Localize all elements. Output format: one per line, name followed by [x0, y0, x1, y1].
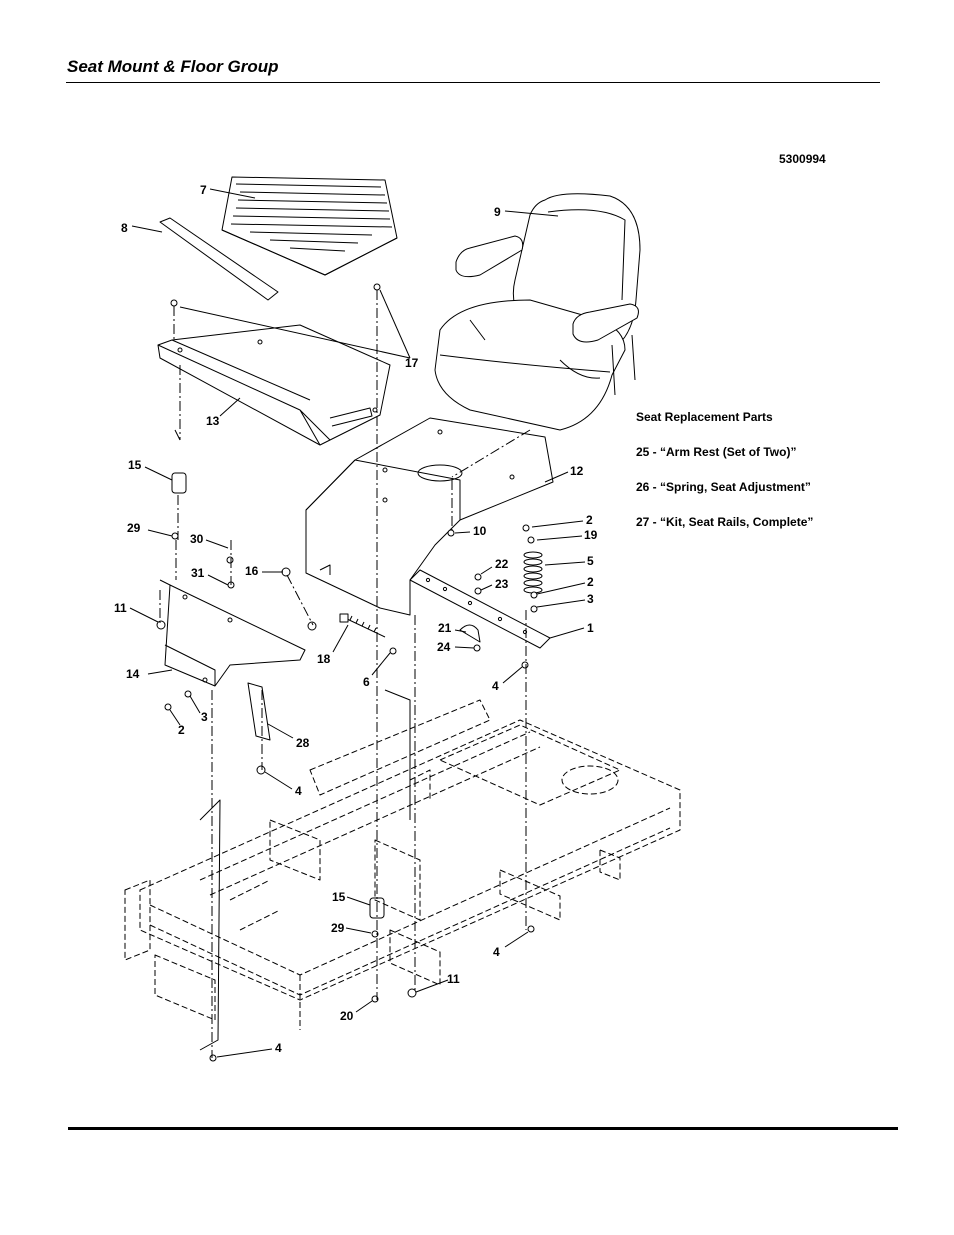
replacement-parts-heading: Seat Replacement Parts — [636, 410, 773, 424]
callout-3-mid: 3 — [587, 592, 594, 606]
callout-9: 9 — [494, 205, 501, 219]
callout-6: 6 — [363, 675, 370, 689]
callout-5: 5 — [587, 554, 594, 568]
drawing-number: 5300994 — [779, 152, 826, 166]
replacement-parts-list: Seat Replacement Parts 25 - “Arm Rest (S… — [636, 410, 813, 550]
callout-1: 1 — [587, 621, 594, 635]
callout-11-lower: 11 — [447, 972, 460, 986]
callout-2-mid: 2 — [587, 575, 594, 589]
callout-13: 13 — [206, 414, 220, 428]
header-rule — [66, 82, 880, 83]
callout-16: 16 — [245, 564, 259, 578]
section-break-lines — [174, 429, 411, 1051]
callout-10: 10 — [473, 524, 487, 538]
callout-21: 21 — [438, 621, 452, 635]
callout-30: 30 — [190, 532, 204, 546]
callout-15-lower: 15 — [332, 890, 346, 904]
callout-20: 20 — [340, 1009, 354, 1023]
replacement-part-spring: 26 - “Spring, Seat Adjustment” — [636, 480, 811, 494]
callout-2-top: 2 — [586, 513, 593, 527]
callout-18: 18 — [317, 652, 331, 666]
seat-rail-drawing — [409, 569, 551, 649]
callout-4-bottom: 4 — [275, 1041, 282, 1055]
mower-frame-drawing — [124, 699, 681, 1030]
page-title: Seat Mount & Floor Group — [67, 57, 279, 76]
floor-mat-drawing — [221, 176, 398, 276]
seat-support-drawing — [157, 324, 391, 446]
callout-4-rail: 4 — [492, 679, 499, 693]
callout-7: 7 — [200, 183, 207, 197]
callout-11-upper: 11 — [114, 601, 127, 615]
callout-29-lower: 29 — [331, 921, 345, 935]
seat-bracket-drawing — [305, 417, 554, 616]
callout-4-frame: 4 — [493, 945, 500, 959]
spring-drawing — [523, 551, 543, 594]
callout-29-upper: 29 — [127, 521, 141, 535]
seat-drawing — [434, 193, 641, 431]
callout-23: 23 — [495, 577, 509, 591]
callout-3-left: 3 — [201, 710, 208, 724]
footer-rule — [68, 1127, 898, 1130]
bumper-upper-drawing — [171, 472, 187, 494]
callout-8: 8 — [121, 221, 128, 235]
callout-14: 14 — [126, 667, 140, 681]
callout-24: 24 — [437, 640, 451, 654]
leader-lines — [129, 188, 586, 1058]
callout-2-left: 2 — [178, 723, 185, 737]
callout-15-upper: 15 — [128, 458, 142, 472]
assembly-lines — [159, 290, 531, 1058]
callout-22: 22 — [495, 557, 509, 571]
callout-19: 19 — [584, 528, 598, 542]
bolt-18-drawing — [339, 613, 386, 638]
callout-17: 17 — [405, 356, 419, 370]
callout-31: 31 — [191, 566, 205, 580]
callout-28: 28 — [296, 736, 310, 750]
clamp-drawing — [459, 624, 481, 643]
callout-4-bracket: 4 — [295, 784, 302, 798]
kick-panel-drawing — [159, 217, 279, 301]
callout-12: 12 — [570, 464, 584, 478]
lower-bracket-drawing — [159, 579, 306, 687]
bracket-28-drawing — [247, 682, 271, 741]
callout-labels: 7 8 9 17 13 12 15 29 30 10 2 19 22 5 31 … — [114, 183, 598, 1055]
replacement-part-arm-rest: 25 - “Arm Rest (Set of Two)” — [636, 445, 797, 459]
replacement-part-seat-rails: 27 - “Kit, Seat Rails, Complete” — [636, 515, 814, 529]
